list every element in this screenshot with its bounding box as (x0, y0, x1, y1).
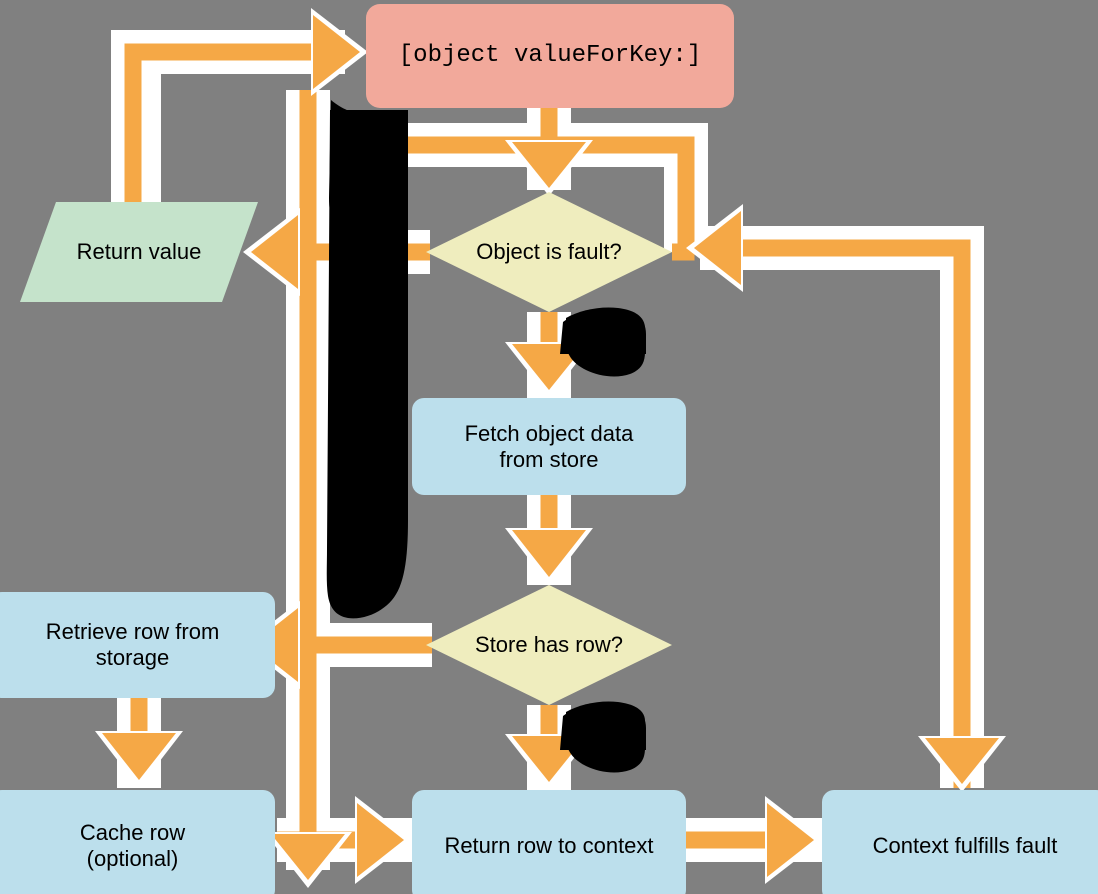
node-store-has-row[interactable] (426, 585, 672, 705)
arrowhead-right-column (925, 738, 999, 784)
arrowhead-fault-to-fetch (512, 344, 586, 390)
arrowhead-context-return (694, 211, 741, 285)
node-object-is-fault[interactable] (426, 192, 672, 312)
arrowhead-entry-to-fault (512, 142, 586, 188)
edge-context-to-entry (700, 239, 971, 788)
arrowhead-left-trunk (271, 834, 345, 880)
arrowhead-fetch-to-hasrow (512, 530, 586, 577)
arrowhead-retrieve-to-cache (102, 733, 176, 780)
redaction-fault-yes-2 (560, 308, 646, 354)
node-return-value[interactable] (20, 202, 258, 302)
redaction-hasrow-yes-2 (560, 702, 646, 750)
node-return-row[interactable] (412, 790, 686, 894)
arrowhead-to-return-value (251, 215, 298, 289)
node-fetch-object-data[interactable] (412, 398, 686, 495)
edge-left-loop-to-entry (124, 43, 330, 250)
redaction-midcolumn (326, 110, 408, 619)
arrowhead-to-entry (313, 15, 360, 89)
node-cache-row[interactable] (0, 790, 275, 894)
arrowhead-to-context (767, 803, 814, 877)
node-context-fulfills-fault[interactable] (822, 790, 1098, 894)
node-entry[interactable] (366, 4, 734, 108)
arrowhead-layer (89, 8, 1006, 888)
arrowhead-to-returnrow (357, 803, 404, 877)
node-retrieve-row[interactable] (0, 592, 275, 698)
redaction-layer (326, 100, 646, 773)
